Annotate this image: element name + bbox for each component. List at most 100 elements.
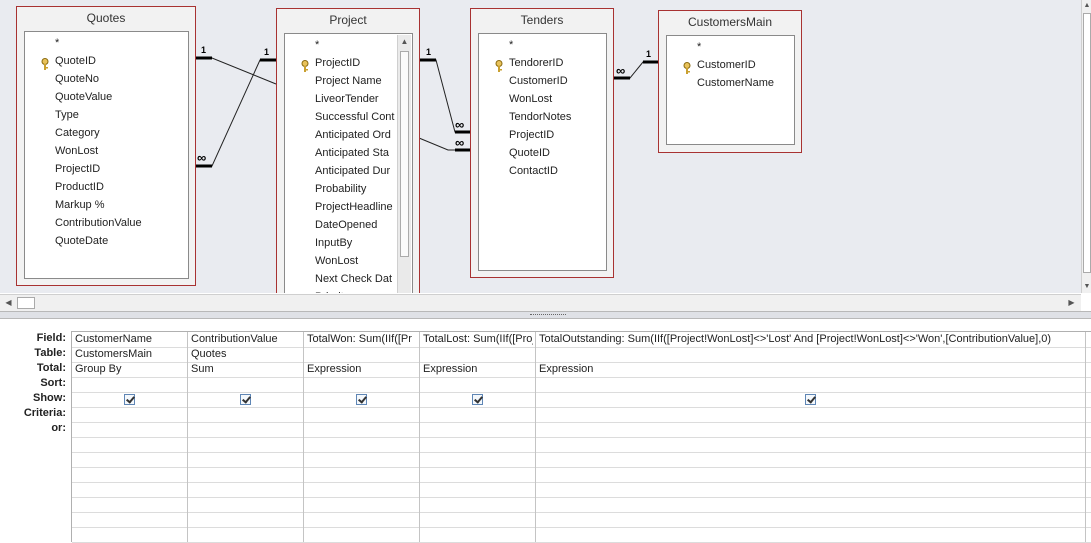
field-item[interactable]: Probability: [315, 183, 367, 195]
scroll-thumb[interactable]: [400, 51, 409, 257]
grid-row-divider: [72, 497, 1091, 498]
field-item[interactable]: TendorNotes: [509, 111, 572, 123]
field-list[interactable]: ContactID QuoteID ProjectID TendorNotes WonL…: [478, 33, 607, 271]
field-item[interactable]: WonLost: [315, 255, 359, 267]
field-item[interactable]: TendorerID: [495, 54, 563, 72]
grid-cell-table[interactable]: Quotes: [191, 348, 227, 360]
splitter-grip[interactable]: [530, 314, 566, 317]
table-title[interactable]: Quotes: [86, 11, 126, 25]
field-item[interactable]: DateOpened: [315, 219, 378, 231]
field-list[interactable]: CustomerName CustomerID *: [666, 35, 795, 145]
field-item[interactable]: Next Check Dat: [315, 273, 393, 285]
show-checkbox[interactable]: [472, 394, 483, 405]
field-item[interactable]: InputBy: [315, 237, 353, 249]
field-all-columns[interactable]: *: [697, 41, 702, 53]
grid-column-divider[interactable]: [303, 332, 304, 542]
field-item[interactable]: ProductID: [55, 181, 104, 193]
scroll-thumb[interactable]: [1083, 13, 1091, 273]
pane-splitter[interactable]: [0, 311, 1091, 319]
field-item[interactable]: Type: [55, 109, 79, 121]
grid-cell-total[interactable]: Expression: [423, 363, 478, 375]
field-item[interactable]: ProjectID: [301, 54, 360, 72]
show-checkbox[interactable]: [240, 394, 251, 405]
field-item[interactable]: QuoteID: [41, 52, 96, 70]
design-pane-vertical-scrollbar[interactable]: ▲ ▼: [1081, 0, 1091, 293]
field-all-columns[interactable]: *: [509, 39, 514, 51]
field-item[interactable]: ProjectHeadline: [315, 201, 393, 213]
show-checkbox[interactable]: [805, 394, 816, 405]
grid-cell-total[interactable]: Sum: [191, 363, 214, 375]
show-checkbox[interactable]: [124, 394, 135, 405]
grid-cell-total[interactable]: Expression: [307, 363, 362, 375]
field-item[interactable]: ContactID: [509, 165, 558, 177]
field-item[interactable]: QuoteNo: [55, 73, 100, 85]
field-item[interactable]: QuoteValue: [55, 91, 113, 103]
field-item[interactable]: Project Name: [315, 75, 382, 87]
field-item[interactable]: LiveorTender: [315, 93, 379, 105]
field-item[interactable]: ProjectID: [55, 163, 101, 175]
grid-cell-field[interactable]: ContributionValue: [191, 333, 278, 345]
field-all-columns[interactable]: *: [315, 39, 320, 51]
relationship-one-label: 1: [264, 47, 270, 57]
grid-cell-table[interactable]: CustomersMain: [75, 348, 153, 360]
primary-key-icon: [495, 60, 503, 72]
grid-row-divider: [72, 482, 1091, 483]
grid-cell-field[interactable]: CustomerName: [75, 333, 153, 345]
field-item[interactable]: CustomerID: [509, 75, 568, 87]
field-all-columns[interactable]: *: [55, 37, 60, 49]
scroll-thumb[interactable]: [17, 297, 35, 309]
grid-cell-total[interactable]: Expression: [539, 363, 594, 375]
table-customersmain[interactable]: CustomersMain CustomerName CustomerID *: [658, 10, 802, 153]
field-item[interactable]: WonLost: [55, 145, 99, 157]
field-item[interactable]: WonLost: [509, 93, 553, 105]
grid-cell-table[interactable]: [423, 347, 533, 362]
field-list[interactable]: QuoteDate ContributionValue Markup % Produc…: [24, 31, 189, 279]
query-design-grid[interactable]: Field: Table: Total: Sort: Show: Criteri…: [0, 320, 1091, 543]
row-label-total: Total:: [36, 362, 66, 374]
field-item[interactable]: CustomerName: [697, 77, 775, 89]
design-pane-horizontal-scrollbar[interactable]: ◀ ▶: [0, 294, 1081, 312]
field-item[interactable]: CustomerID: [683, 56, 756, 74]
field-list-scrollbar[interactable]: ▲ ▼: [397, 35, 411, 293]
field-item[interactable]: Priority: [315, 288, 349, 293]
table-tenders[interactable]: Tenders ContactID QuoteID ProjectID TendorN…: [470, 8, 614, 278]
table-title[interactable]: Project: [329, 13, 367, 27]
table-title[interactable]: CustomersMain: [687, 15, 773, 29]
field-item[interactable]: Anticipated Dur: [315, 165, 391, 177]
field-item[interactable]: ProjectID: [509, 129, 555, 141]
grid-column-divider[interactable]: [187, 332, 188, 542]
scroll-up-icon[interactable]: ▲: [400, 37, 409, 46]
field-item[interactable]: Anticipated Sta: [315, 147, 389, 159]
field-item[interactable]: Anticipated Ord: [315, 129, 391, 141]
table-project[interactable]: Project Priority Next Check Dat WonLost Inp…: [276, 8, 420, 293]
field-item[interactable]: Markup %: [55, 199, 105, 211]
table-title[interactable]: Tenders: [520, 13, 564, 27]
grid-cell-field[interactable]: TotalOutstanding: Sum(IIf([Project!WonLo…: [539, 333, 1052, 345]
grid-cell-field[interactable]: TotalLost: Sum(IIf([Proj: [423, 333, 533, 345]
scroll-down-icon[interactable]: ▼: [398, 289, 411, 293]
scroll-right-icon[interactable]: ▶: [1068, 298, 1075, 307]
row-label-or: or:: [51, 422, 66, 434]
field-list[interactable]: Priority Next Check Dat WonLost InputBy Date…: [284, 33, 413, 293]
grid-column-divider[interactable]: [535, 332, 536, 542]
field-item[interactable]: QuoteDate: [55, 235, 109, 247]
relationship-many-label: ∞: [455, 135, 465, 150]
scroll-up-icon[interactable]: ▲: [1083, 2, 1091, 9]
grid-column-divider[interactable]: [419, 332, 420, 542]
grid-cell-field[interactable]: TotalWon: Sum(IIf([Pr: [307, 333, 412, 345]
scroll-left-icon[interactable]: ◀: [5, 298, 12, 307]
table-quotes[interactable]: Quotes QuoteDate ContributionValue Markup …: [16, 6, 196, 286]
field-item[interactable]: Successful Cont: [315, 111, 395, 123]
grid-cell-table[interactable]: [307, 347, 417, 362]
field-item[interactable]: ContributionValue: [55, 217, 142, 229]
grid-cell-table[interactable]: [539, 347, 1083, 362]
field-item[interactable]: Category: [55, 127, 100, 139]
grid-cell-total[interactable]: Group By: [75, 363, 122, 375]
scroll-down-icon[interactable]: ▼: [1083, 283, 1091, 290]
grid-column-divider[interactable]: [1085, 332, 1086, 542]
row-label-sort: Sort:: [40, 377, 66, 389]
show-checkbox[interactable]: [356, 394, 367, 405]
field-item[interactable]: QuoteID: [509, 147, 550, 159]
